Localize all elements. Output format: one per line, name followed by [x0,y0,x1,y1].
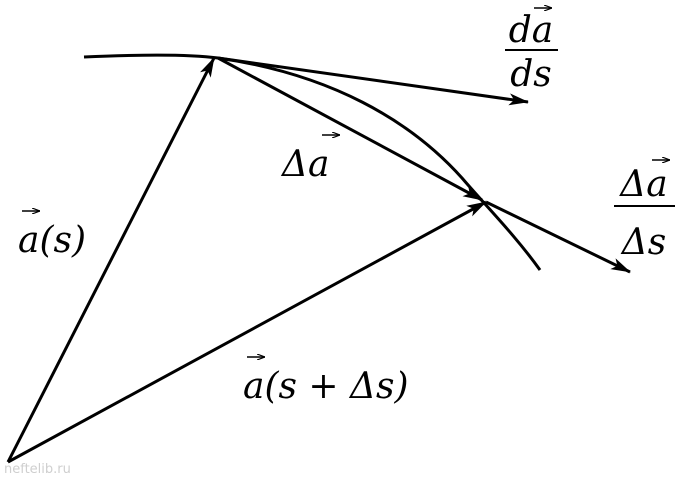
vector-a-s-arrow [6,57,216,463]
trajectory-curve [83,53,542,271]
secant-arrow [485,200,631,274]
label-a-s-text: a(s) [18,220,86,261]
label-a-s-plus-ds-text: a(s + Δs) [243,366,409,407]
secant-denominator: Δs [620,222,666,263]
label-tangent-fraction: da ds [505,8,558,95]
tangent-denominator: ds [510,54,552,95]
label-secant-fraction: Δa Δs [614,160,675,263]
vector-a-s-plus-ds-arrow [7,200,487,464]
watermark-text: neftelib.ru [4,462,71,477]
label-a-s-plus-ds: a(s + Δs) [243,357,409,407]
label-delta-a: Δa [280,135,340,185]
tangent-arrow [217,56,529,106]
label-delta-a-text: Δa [280,144,329,185]
tangent-numerator: da [509,10,554,51]
delta-a-arrow [217,56,483,202]
label-a-s: a(s) [18,211,86,261]
secant-numerator: Δa [618,164,667,205]
